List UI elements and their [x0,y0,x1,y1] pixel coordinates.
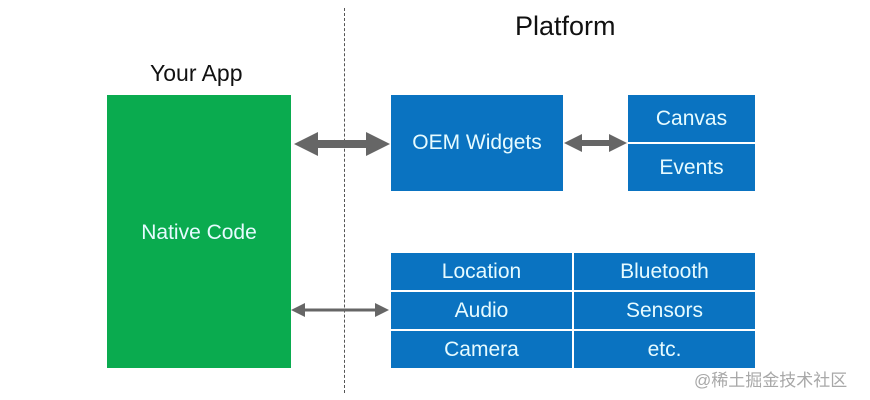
arrowhead-right [375,303,389,317]
native-to-oem-arrow [294,132,390,156]
service-label: Bluetooth [620,259,709,283]
your-app-heading: Your App [150,60,243,86]
arrow-shaft [316,140,368,148]
arrowhead-right [366,132,390,156]
events-label: Events [659,155,724,179]
service-cell-bluetooth: Bluetooth [574,253,755,290]
services-grid: Location Bluetooth Audio Sensors Camera … [391,253,755,368]
canvas-events-box: Canvas Events [628,95,755,191]
service-cell-audio: Audio [391,292,572,329]
oem-to-canvas-arrow [564,134,627,152]
watermark: @稀土掘金技术社区 [694,371,848,390]
service-cell-etc: etc. [574,331,755,368]
app-platform-divider [344,8,345,393]
platform-heading: Platform [515,11,616,41]
service-label: Location [441,259,522,283]
arrowhead-left [294,132,318,156]
oem-widgets-label: OEM Widgets [412,131,542,154]
service-label: Sensors [625,298,704,322]
arrowhead-left [291,303,305,317]
arrow-shaft [303,308,377,312]
canvas-label: Canvas [655,106,728,130]
native-code-label: Native Code [141,221,257,244]
service-cell-sensors: Sensors [574,292,755,329]
service-label: Audio [454,298,509,322]
arrowhead-left [564,134,582,152]
service-label: etc. [647,337,682,361]
service-label: Camera [444,337,519,361]
native-to-services-arrow [291,303,389,317]
oem-widgets-box: OEM Widgets [391,95,563,191]
arrowhead-right [609,134,627,152]
events-cell: Events [628,144,755,191]
service-cell-location: Location [391,253,572,290]
arrow-shaft [580,140,611,146]
native-code-box: Native Code [107,95,291,368]
canvas-cell: Canvas [628,95,755,142]
service-cell-camera: Camera [391,331,572,368]
